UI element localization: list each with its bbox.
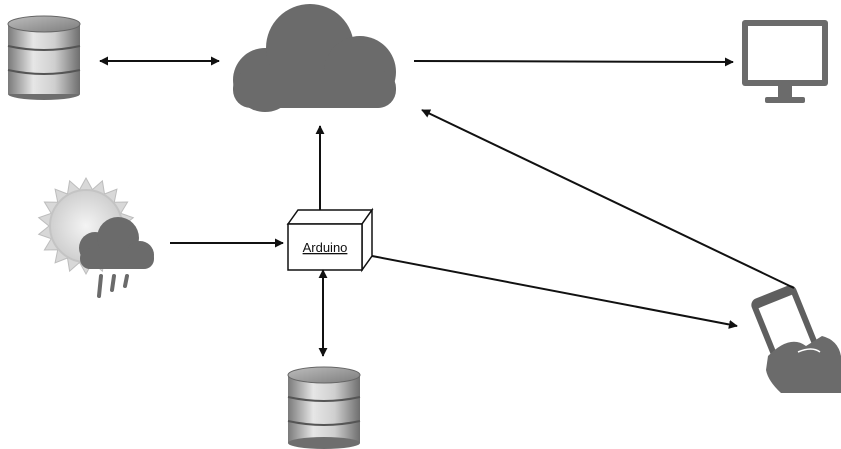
arduino-label: Arduino [303,240,348,255]
edge-cloud-monitor [413,57,734,67]
arduino-box: Arduino [286,207,374,273]
database-top-icon [7,15,81,100]
weather-sun-rain-cloud-icon [37,176,154,298]
edge-phone-cloud [421,109,795,289]
edge-arduino-phone [371,255,738,329]
smartphone-in-hand-icon [751,285,841,393]
database-bottom-icon [287,366,361,449]
cloud-icon [233,4,396,112]
monitor-icon [742,20,828,103]
